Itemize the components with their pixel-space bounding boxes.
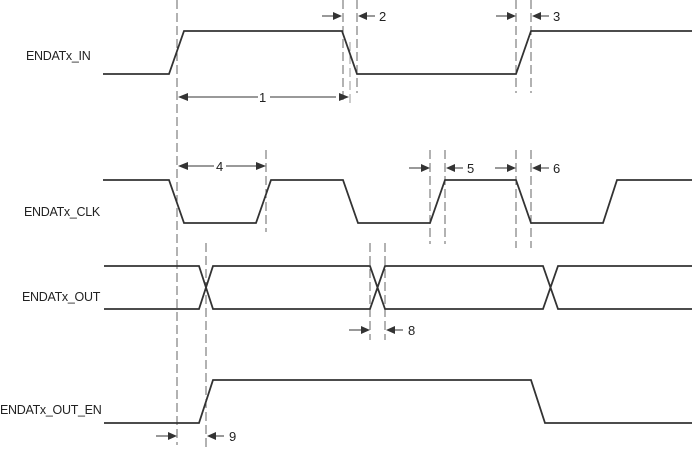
annotation-2: 2	[322, 9, 386, 24]
annotation-label-1: 1	[259, 90, 266, 105]
signal-endatx-out-en: ENDATx_OUT_EN	[0, 379, 692, 424]
waveform-clk	[103, 179, 692, 224]
annotation-label-2: 2	[379, 9, 386, 24]
arrowhead-left-icon	[358, 12, 367, 20]
waveform-in	[103, 30, 692, 75]
annotation-label-3: 3	[553, 9, 560, 24]
annotation-label-4: 4	[216, 159, 223, 174]
arrowhead-right-icon	[339, 93, 349, 101]
signal-label-out-en: ENDATx_OUT_EN	[0, 403, 102, 417]
signal-label-in: ENDATx_IN	[26, 49, 91, 63]
arrowhead-left-icon	[178, 93, 188, 101]
annotation-9: 9	[156, 429, 236, 444]
arrowhead-left-icon	[532, 164, 541, 172]
signal-endatx-out: ENDATx_OUT	[22, 265, 692, 310]
annotation-label-6: 6	[553, 161, 560, 176]
arrowhead-right-icon	[507, 164, 516, 172]
arrowhead-left-icon	[178, 162, 188, 170]
annotation-5: 5	[409, 161, 474, 176]
waveform-out-b	[104, 265, 692, 310]
arrowhead-left-icon	[446, 164, 455, 172]
annotation-4: 4	[178, 159, 266, 174]
arrowhead-right-icon	[507, 12, 516, 20]
signal-endatx-clk: ENDATx_CLK	[24, 179, 692, 224]
signal-label-out: ENDATx_OUT	[22, 290, 101, 304]
annotation-label-8: 8	[408, 323, 415, 338]
arrowhead-left-icon	[386, 326, 395, 334]
guide-lines	[176, 0, 532, 451]
arrowhead-right-icon	[333, 12, 342, 20]
waveform-out-a	[104, 265, 692, 310]
waveform-out-en	[104, 379, 692, 424]
annotation-3: 3	[496, 9, 560, 24]
annotation-label-9: 9	[229, 429, 236, 444]
arrowhead-left-icon	[532, 12, 541, 20]
annotation-6: 6	[495, 161, 560, 176]
annotation-8: 8	[349, 323, 415, 338]
arrowhead-right-icon	[361, 326, 370, 334]
signal-label-clk: ENDATx_CLK	[24, 205, 101, 219]
arrowhead-left-icon	[207, 432, 216, 440]
arrowhead-right-icon	[421, 164, 430, 172]
signal-endatx-in: ENDATx_IN	[26, 30, 692, 75]
arrowhead-right-icon	[256, 162, 266, 170]
annotation-1: 1	[178, 90, 349, 105]
annotation-label-5: 5	[467, 161, 474, 176]
arrowhead-right-icon	[168, 432, 177, 440]
